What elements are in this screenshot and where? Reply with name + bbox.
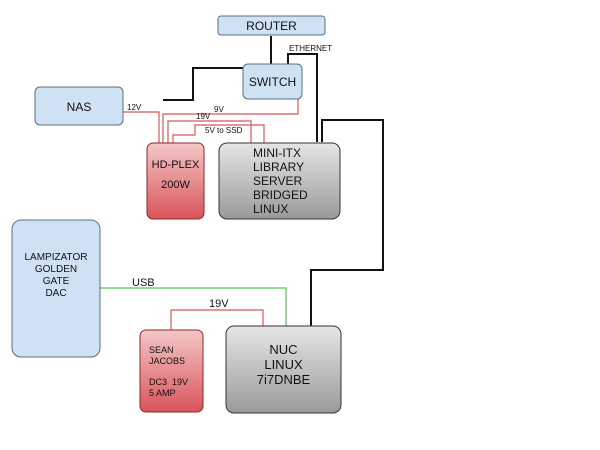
psu-label-line1: SEAN	[149, 345, 174, 355]
nas-node: NAS	[34, 86, 124, 126]
server-node: MINI-ITX LIBRARY SERVER BRIDGED LINUX	[218, 142, 341, 220]
ethernet-wire-switch-server	[287, 53, 318, 142]
ethernet-label: ETHERNET	[289, 44, 332, 53]
psu-label-line2: JACOBS	[149, 356, 185, 366]
dac-label-line3: GATE	[43, 276, 70, 287]
ethernet-wire-switch-nas	[163, 67, 248, 101]
psu-label-line4: 5 AMP	[149, 388, 176, 398]
switch-node: SWITCH	[242, 63, 303, 100]
server-label-line1: MINI-ITX	[253, 146, 301, 160]
nuc-label-line2: LINUX	[264, 357, 303, 372]
server-label-line4: BRIDGED	[253, 188, 308, 202]
ethernet-wire-switch-nuc	[310, 119, 384, 326]
dac-label-line4: DAC	[45, 288, 66, 299]
switch-9v-label: 9V	[214, 105, 224, 114]
ssd-5v-label: 5V to SSD	[205, 126, 243, 135]
usb-label: USB	[132, 277, 155, 289]
nuc-label-line3: 7i7DNBE	[257, 372, 311, 387]
dac-label-line1: LAMPIZATOR	[25, 252, 88, 263]
nas-12v-label: 12V	[127, 103, 142, 112]
dac-label-line2: GOLDEN	[35, 264, 77, 275]
server-label-line3: SERVER	[253, 174, 302, 188]
power-wire-19v-nuc	[170, 309, 264, 330]
power-wire-5v-ssd	[172, 124, 265, 143]
wire-labels: ETHERNET 12V 9V 19V 5V to SSD USB 19V	[127, 44, 332, 310]
wires	[100, 36, 384, 330]
power-wire-9v-switch	[162, 99, 299, 143]
router-node: ROUTER	[217, 15, 326, 36]
psu-label-line3: DC3 19V	[149, 377, 188, 387]
hdplex-node: HD-PLEX 200W	[146, 142, 205, 220]
psu-node: SEAN JACOBS DC3 19V 5 AMP	[139, 329, 204, 413]
nuc-node: NUC LINUX 7i7DNBE	[225, 325, 342, 414]
switch-label: SWITCH	[249, 75, 296, 89]
nuc-label-line1: NUC	[269, 342, 297, 357]
power-wire-12v-nas	[122, 111, 160, 143]
server-19v-label: 19V	[196, 112, 211, 121]
server-label-line5: LINUX	[253, 202, 288, 216]
hdplex-label-line1: HD-PLEX	[152, 159, 200, 171]
dac-node: LAMPIZATOR GOLDEN GATE DAC	[11, 219, 101, 358]
nas-label: NAS	[67, 100, 92, 114]
router-label: ROUTER	[246, 19, 297, 33]
hdplex-label-line2: 200W	[161, 179, 190, 191]
server-label-line2: LIBRARY	[253, 160, 304, 174]
usb-wire	[100, 287, 287, 330]
nuc-19v-label: 19V	[209, 298, 229, 310]
power-wire-19v-server	[167, 120, 252, 143]
